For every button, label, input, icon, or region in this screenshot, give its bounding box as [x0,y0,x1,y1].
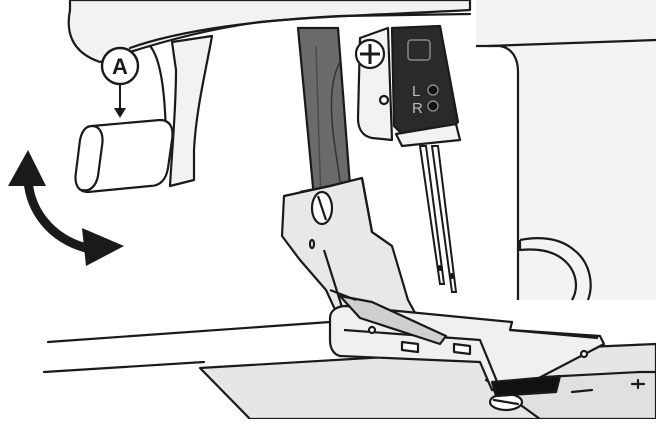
needle-label-right: R [412,100,423,117]
needle-label-left: L [412,83,420,100]
machine-side-casing [476,0,656,300]
callout-a: A [102,48,138,118]
callout-letter: A [112,54,128,79]
twin-needles [420,146,456,292]
needle-clamp: L R [356,26,460,146]
